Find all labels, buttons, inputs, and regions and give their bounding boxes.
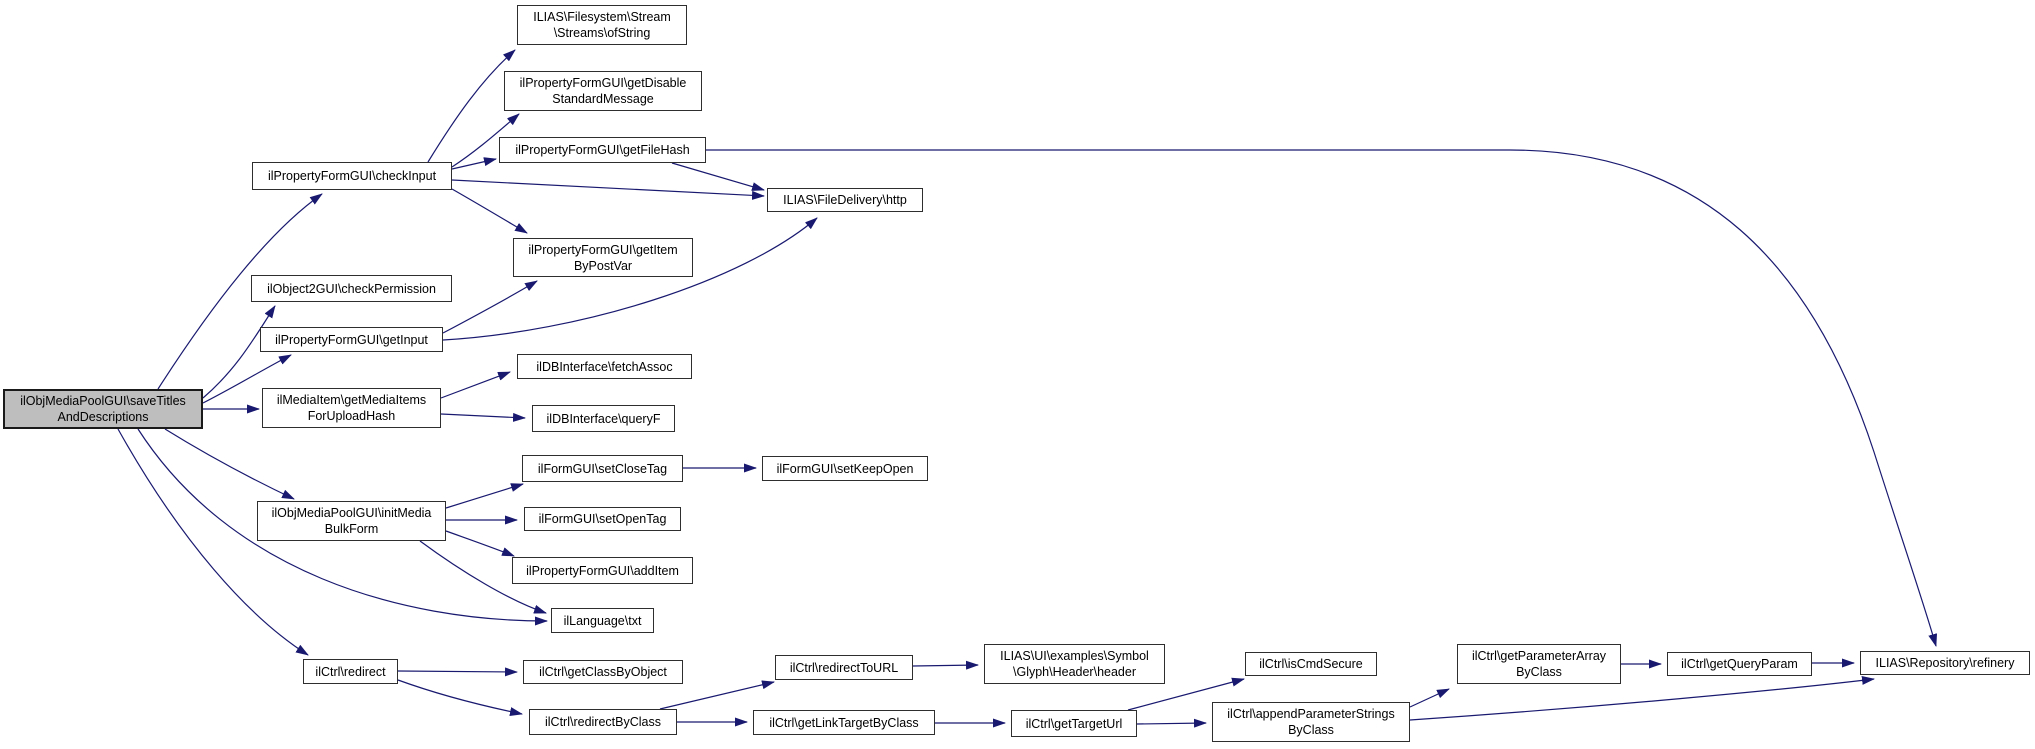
edge-get-media-items-to-fetch-assoc <box>440 371 511 399</box>
node-set-keep-open[interactable]: ilFormGUI\setKeepOpen <box>762 456 928 481</box>
edge-save-titles-to-init-media-bulk-form <box>164 428 295 500</box>
edge-get-target-url-to-append-parameter-strings <box>1136 718 1207 728</box>
node-get-file-hash[interactable]: ilPropertyFormGUI\getFileHash <box>499 137 706 163</box>
node-get-parameter-array-by-class[interactable]: ilCtrl\getParameterArray ByClass <box>1457 644 1621 684</box>
node-get-link-target-by-class[interactable]: ilCtrl\getLinkTargetByClass <box>753 710 935 735</box>
node-query-f[interactable]: ilDBInterface\queryF <box>532 405 675 432</box>
node-set-open-tag[interactable]: ilFormGUI\setOpenTag <box>524 507 681 531</box>
node-get-item-by-post-var[interactable]: ilPropertyFormGUI\getItem ByPostVar <box>513 238 693 277</box>
edge-save-titles-to-check-permission <box>202 305 276 399</box>
edge-save-titles-to-check-input <box>157 193 323 390</box>
edge-get-input-to-file-delivery-http <box>442 217 818 341</box>
node-glyph-header[interactable]: ILIAS\UI\examples\Symbol \Glyph\Header\h… <box>984 644 1165 684</box>
edge-redirect-to-url-to-glyph-header <box>912 660 979 670</box>
edge-get-media-items-to-query-f <box>440 412 526 422</box>
edge-save-titles-to-get-input <box>202 354 292 404</box>
node-append-parameter-strings-by-class[interactable]: ilCtrl\appendParameterStrings ByClass <box>1212 702 1410 742</box>
edge-check-input-to-get-disable-standard-message <box>451 113 520 168</box>
node-redirect[interactable]: ilCtrl\redirect <box>303 659 398 684</box>
node-repository-refinery[interactable]: ILIAS\Repository\refinery <box>1860 651 2030 675</box>
node-init-media-bulk-form[interactable]: ilObjMediaPoolGUI\initMedia BulkForm <box>257 501 446 541</box>
node-fetch-assoc[interactable]: ilDBInterface\fetchAssoc <box>517 354 692 379</box>
node-check-input[interactable]: ilPropertyFormGUI\checkInput <box>252 162 452 190</box>
edge-init-media-bulk-form-to-add-item <box>445 530 515 557</box>
edge-get-target-url-to-is-cmd-secure <box>1127 677 1245 711</box>
node-is-cmd-secure[interactable]: ilCtrl\isCmdSecure <box>1245 652 1377 676</box>
edge-redirect-to-get-class-by-object <box>397 667 518 677</box>
node-get-class-by-object[interactable]: ilCtrl\getClassByObject <box>523 660 683 684</box>
edge-check-input-to-get-item-by-post-var <box>451 188 528 234</box>
node-redirect-by-class[interactable]: ilCtrl\redirectByClass <box>529 709 677 735</box>
node-get-target-url[interactable]: ilCtrl\getTargetUrl <box>1011 710 1137 737</box>
edge-save-titles-to-redirect <box>117 428 309 656</box>
node-file-delivery-http[interactable]: ILIAS\FileDelivery\http <box>767 188 923 212</box>
edge-append-parameter-strings-to-repository-refinery <box>1409 675 1875 721</box>
node-set-close-tag[interactable]: ilFormGUI\setCloseTag <box>522 455 683 482</box>
node-get-query-param[interactable]: ilCtrl\getQueryParam <box>1667 652 1812 676</box>
edge-init-media-bulk-form-to-lang-txt <box>419 540 547 614</box>
edge-redirect-to-redirect-by-class <box>397 679 523 716</box>
edge-append-parameter-strings-to-get-parameter-array <box>1409 688 1450 708</box>
edge-check-input-to-file-delivery-http <box>451 179 765 200</box>
node-get-input[interactable]: ilPropertyFormGUI\getInput <box>260 327 443 352</box>
edge-redirect-by-class-to-redirect-to-url <box>659 680 775 710</box>
node-redirect-to-url[interactable]: ilCtrl\redirectToURL <box>775 655 913 680</box>
node-save-titles-and-descriptions[interactable]: ilObjMediaPoolGUI\saveTitles AndDescript… <box>3 389 203 429</box>
edge-check-input-to-streams-of-string <box>427 49 516 163</box>
node-get-media-items-for-upload-hash[interactable]: ilMediaItem\getMediaItems ForUploadHash <box>262 388 441 428</box>
node-get-disable-standard-message[interactable]: ilPropertyFormGUI\getDisable StandardMes… <box>504 71 702 111</box>
node-check-permission[interactable]: ilObject2GUI\checkPermission <box>251 275 452 302</box>
node-streams-of-string[interactable]: ILIAS\Filesystem\Stream \Streams\ofStrin… <box>517 5 687 45</box>
edge-get-file-hash-to-file-delivery-http <box>671 162 765 191</box>
edge-init-media-bulk-form-to-set-close-tag <box>445 483 524 509</box>
edge-save-titles-to-lang-txt <box>137 428 548 626</box>
node-add-item[interactable]: ilPropertyFormGUI\addItem <box>512 557 693 584</box>
edge-get-input-to-get-item-by-post-var <box>442 280 538 334</box>
node-lang-txt[interactable]: ilLanguage\txt <box>551 608 654 633</box>
edge-get-file-hash-to-repository-refinery <box>706 149 1938 647</box>
edge-check-input-to-get-file-hash <box>451 157 497 170</box>
